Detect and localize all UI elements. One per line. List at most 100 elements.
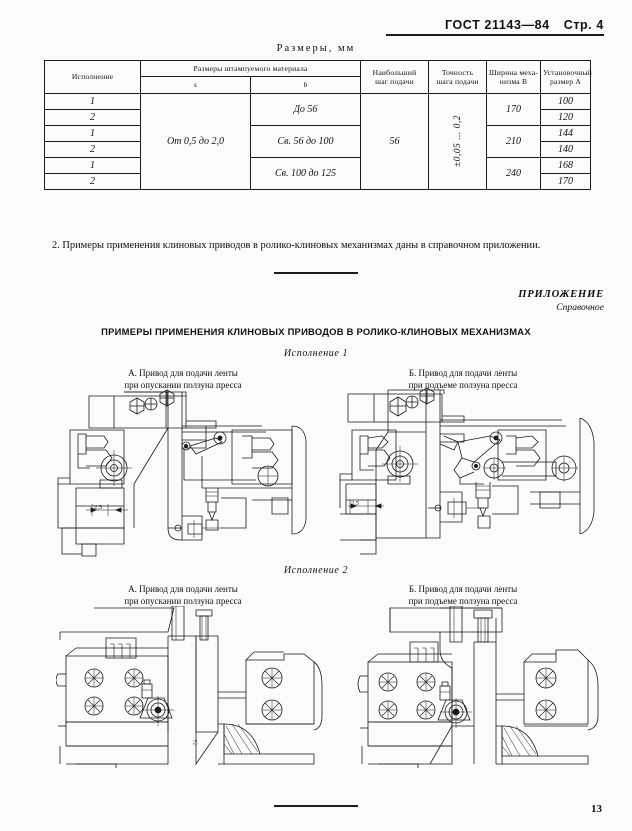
table-header-row-2: s b: [45, 76, 591, 94]
right-bolt-circles: [261, 667, 283, 721]
header-max-step: Наибольший шаг подачи: [360, 60, 429, 94]
roller-pivot-center: [139, 679, 174, 726]
appendix-label: ПРИЛОЖЕНИЕ: [518, 289, 604, 300]
appendix-sublabel: Справочное: [556, 302, 604, 314]
base-plate-left: [61, 487, 125, 557]
figure-1b-caption-line1: Б. Привод для подачи ленты: [408, 368, 518, 378]
figure-1a-caption-line2: при опускании ползуна пресса: [124, 380, 242, 391]
cylinder-right: [252, 425, 307, 535]
lower-fittings: [168, 515, 222, 541]
cell-max-step-value: 56: [360, 92, 429, 190]
header-width-line2: низма B: [499, 76, 528, 86]
cell-execution: 2: [44, 140, 141, 158]
valve-stack-center: [205, 488, 247, 531]
figure-1a-drawing: 2,5: [56, 388, 318, 560]
appendix-title: ПРИМЕРЫ ПРИМЕНЕНИЯ КЛИНОВЫХ ПРИВОДОВ В Р…: [101, 326, 531, 337]
cell-b-value: Св. 100 до 125: [250, 156, 361, 190]
figure-2b-caption: Б. Привод для подачи ленты при подъеме п…: [348, 583, 578, 607]
left-base-plate: [360, 721, 453, 768]
cell-mount-value: 120: [540, 108, 591, 126]
section-divider: [274, 272, 358, 274]
header-mount-line1: Установочный: [543, 67, 593, 77]
table-row: 1 Св. 100 до 125 240 168: [44, 156, 591, 190]
press-frame-outline: [347, 389, 465, 423]
header-mounting-size: Установочный размер A: [540, 60, 593, 94]
table-row: 1 Св. 56 до 100 210 144: [44, 124, 591, 158]
cell-execution: 1: [44, 156, 141, 174]
right-block-assembly: [218, 651, 323, 731]
cell-s-value: От 0,5 до 2,0: [140, 92, 251, 190]
figure-1a-caption: А. Привод для подачи ленты при опускании…: [68, 367, 298, 391]
header-mechanism-width: Ширина меха- низма B: [486, 60, 541, 94]
header-execution: Исполнение: [44, 60, 141, 94]
hatched-wedge-section: [218, 723, 315, 765]
dimension-label-2-5: 2,5: [351, 500, 359, 507]
header-s: s: [140, 76, 251, 94]
hex-bolt-heads: [389, 388, 435, 417]
lower-fittings: [428, 491, 484, 523]
figure-2b-caption-line2: при подъеме ползуна пресса: [408, 596, 518, 607]
cell-execution: 1: [44, 92, 141, 110]
page-number: 13: [591, 803, 602, 815]
appendix-header: ПРИЛОЖЕНИЕ Справочное: [518, 288, 604, 315]
cell-width-value: 210: [486, 124, 541, 158]
roller-wedge-mechanism-left: [96, 450, 132, 489]
vertical-pins: [449, 606, 493, 643]
header-b: b: [250, 76, 361, 94]
left-bolt-circles: [84, 668, 144, 716]
cell-mount-value: 168: [540, 156, 591, 174]
figure-2b-drawing: [334, 606, 602, 768]
table-row: 2 170: [44, 172, 591, 190]
header-max-step-line2: шаг подачи: [375, 76, 414, 86]
left-bracket-assembly: [339, 429, 397, 508]
right-bracket-assembly: [497, 429, 547, 481]
document-header: ГОСТ 21143—84 Стр. 4: [386, 18, 604, 36]
top-rail: [59, 607, 175, 640]
page-label: Стр. 4: [563, 18, 604, 32]
table-row: 2 120: [44, 108, 591, 126]
cell-accuracy-value: ±0,05 ... 0,2: [428, 92, 487, 190]
header-mount-line2: размер A: [549, 76, 581, 86]
right-bolt-circles: [535, 667, 557, 721]
figure-1a-caption-line1: А. Привод для подачи ленты: [128, 368, 238, 378]
bottom-divider: [274, 805, 358, 807]
header-width-line1: Ширина меха-: [489, 67, 538, 77]
execution-2-label: Исполнение 2: [283, 565, 349, 576]
figure-2a-caption-line1: А. Привод для подачи ленты: [128, 584, 238, 594]
right-arm-linkage: [181, 425, 266, 489]
figure-1b-drawing: 2,5: [334, 388, 600, 560]
cell-mount-value: 144: [540, 124, 591, 142]
table-row: 1 От 0,5 до 2,0 До 56 56 ±0,05 ... 0,2 1…: [44, 92, 591, 190]
cell-mount-value: 100: [540, 92, 591, 110]
figure-2a-caption-line2: при опускании ползуна пресса: [124, 596, 242, 607]
connecting-rod: [483, 455, 578, 482]
dimension-2-5: 2,5: [348, 500, 384, 514]
cell-b-value: До 56: [250, 92, 361, 126]
hex-bolt-heads: [129, 389, 175, 415]
section-annotation: 2,5: [193, 739, 199, 747]
vertical-pins: [171, 606, 213, 641]
execution-1-label: Исполнение 1: [283, 348, 349, 359]
cell-width-value: 240: [486, 156, 541, 190]
cell-b-value: Св. 56 до 100: [250, 124, 361, 158]
header-accuracy-line2: шага подачи: [436, 76, 479, 86]
cell-execution: 2: [44, 108, 141, 126]
right-bracket-assembly: [231, 429, 293, 487]
table-caption: Размеры, мм: [276, 43, 356, 54]
cell-mount-value: 140: [540, 140, 591, 158]
figure-1b-caption: Б. Привод для подачи ленты при подъеме п…: [348, 367, 578, 391]
header-max-step-line1: Наибольший: [372, 67, 417, 77]
table-header-row-1: Исполнение Размеры штампуемого материала…: [44, 59, 592, 94]
wedge-slide-body: [124, 391, 183, 541]
figure-2a-caption: А. Привод для подачи ленты при опускании…: [68, 583, 298, 607]
center-linkage-arm: [439, 419, 566, 485]
cell-mount-value: 170: [540, 172, 591, 190]
base-plate-left: [340, 483, 377, 555]
accuracy-rotated-text: ±0,05 ... 0,2: [452, 115, 463, 168]
header-accuracy-line1: Точность: [441, 67, 474, 77]
roller-wedge-mechanism-left: [382, 446, 418, 485]
cell-execution: 1: [44, 124, 141, 142]
standard-number: ГОСТ 21143—84: [444, 18, 550, 32]
cell-width-value: 170: [486, 92, 541, 126]
